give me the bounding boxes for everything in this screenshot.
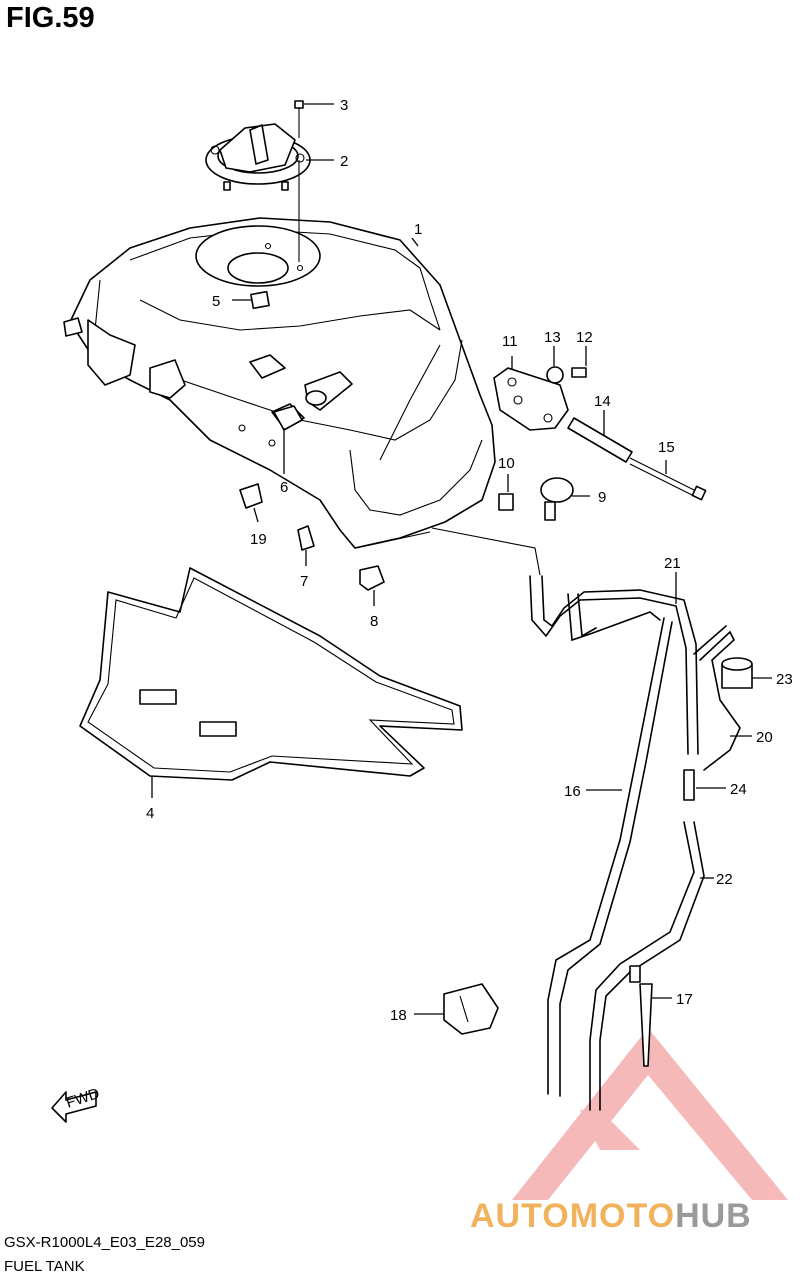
part-15 [629,457,707,501]
hoses [529,575,741,1111]
footer-name: FUEL TANK [4,1258,85,1275]
watermark-logo: AUTOMOTOHUB [470,1197,752,1236]
part-8 [359,565,385,591]
part-14 [567,417,633,463]
leader-lines [151,103,772,1015]
part-17 [629,965,653,1067]
part-6 [273,405,303,431]
callout-1: 1 [414,221,422,238]
callout-17: 17 [676,991,693,1008]
part-18 [443,983,499,1035]
bolt-3 [294,100,304,262]
callout-5: 5 [212,293,220,310]
part-9 [540,477,574,521]
callout-23: 23 [776,671,793,688]
callout-15: 15 [658,439,675,456]
part-23 [721,657,753,689]
callout-22: 22 [716,871,733,888]
callout-18: 18 [390,1007,407,1024]
callout-24: 24 [730,781,747,798]
watermark-part2: HUB [675,1197,752,1235]
parts-12-13 [546,366,587,384]
callout-11: 11 [502,333,518,350]
watermark-part1: AUTOMOTO [470,1197,676,1235]
filler-cap [205,123,311,191]
watermark-triangle [512,1028,788,1200]
fuel-tank [63,217,569,576]
callout-14: 14 [594,393,611,410]
footer-code: GSX-R1000L4_E03_E28_059 [4,1234,205,1251]
callout-19: 19 [250,531,267,548]
fwd-arrow-icon: FWD [51,1085,102,1123]
callout-8: 8 [370,613,378,630]
callout-3: 3 [340,97,348,114]
part-7 [297,525,315,551]
callout-13: 13 [544,329,561,346]
callout-16: 16 [564,783,581,800]
callout-2: 2 [340,153,348,170]
callout-10: 10 [498,455,515,472]
callout-4: 4 [146,805,154,822]
callout-21: 21 [664,555,681,572]
callout-20: 20 [756,729,773,746]
seal-4 [79,567,463,781]
callout-6: 6 [280,479,288,496]
part-5 [250,290,270,310]
callouts: 1 2 3 4 5 6 7 8 9 10 11 12 13 14 15 16 1… [146,97,793,1024]
part-19 [239,483,263,509]
callout-9: 9 [598,489,606,506]
callout-12: 12 [576,329,593,346]
part-10 [498,493,514,511]
callout-7: 7 [300,573,308,590]
figure-title: FIG.59 [6,2,95,34]
